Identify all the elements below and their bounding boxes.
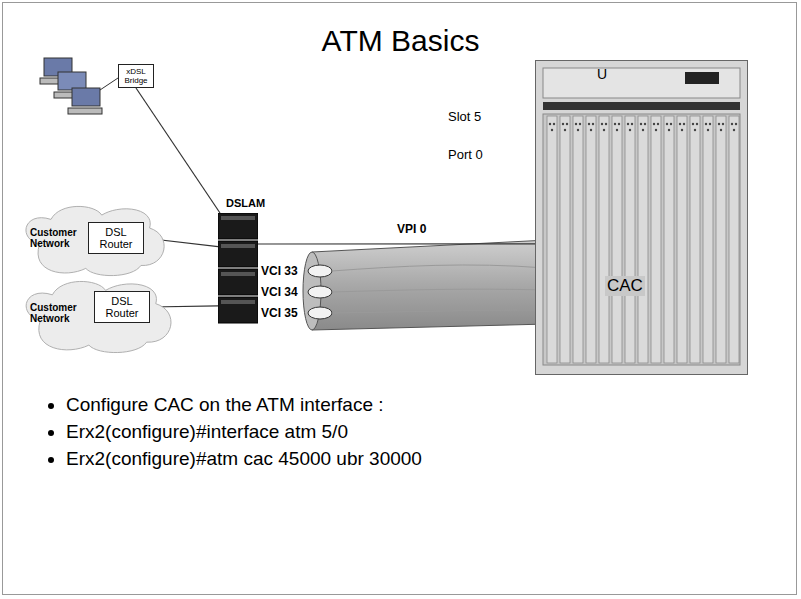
router-chassis xyxy=(535,60,748,375)
dsl-line xyxy=(136,88,220,213)
bullet-text: Erx2(configure)#interface atm 5/0 xyxy=(66,421,348,442)
vci-label: VCI 33 xyxy=(261,264,298,278)
vci-label: VCI 35 xyxy=(261,306,298,320)
vci-label: VCI 34 xyxy=(261,285,298,299)
cloud-label: Customer Network xyxy=(30,227,86,249)
slide-title: ATM Basics xyxy=(0,24,801,58)
dslam-stack xyxy=(218,213,258,325)
port-label: Slot 5 xyxy=(448,109,481,124)
port-label: Port 0 xyxy=(448,147,483,162)
router-box: DSL Router xyxy=(94,291,150,323)
box-label: DSL Router xyxy=(99,295,145,319)
box-label: DSL Router xyxy=(93,226,139,250)
computer-icon xyxy=(40,58,102,114)
router-box: DSL Router xyxy=(88,222,144,254)
box-label: xDSL Bridge xyxy=(122,67,150,85)
wire xyxy=(100,78,118,90)
erx-chassis: U CAC xyxy=(535,60,748,375)
atm-link xyxy=(258,243,535,244)
cac-label: CAC xyxy=(605,276,645,296)
cloud-label: Customer Network xyxy=(30,302,86,324)
bullet-item: Erx2(configure)#atm cac 45000 ubr 30000 xyxy=(66,445,422,472)
dslam-heading: DSLAM xyxy=(226,197,265,209)
bullet-list: Configure CAC on the ATM interface : Erx2… xyxy=(40,391,422,472)
bullet-text: Erx2(configure)#atm cac 45000 ubr 30000 xyxy=(66,448,422,469)
bullet-item: Erx2(configure)#interface atm 5/0 xyxy=(66,418,422,445)
bullet-item: Configure CAC on the ATM interface : xyxy=(66,391,422,418)
bridge-box: xDSL Bridge xyxy=(118,64,154,88)
bullet-text: Configure CAC on the ATM interface : xyxy=(66,394,384,415)
vpi-label: VPI 0 xyxy=(397,222,426,236)
customer-cloud: Customer Network DSL Router xyxy=(22,205,167,277)
vpi-tube xyxy=(303,240,562,330)
dslam: DSLAM xyxy=(218,213,258,325)
customer-cloud: Customer Network DSL Router xyxy=(22,280,174,354)
chassis-mark: U xyxy=(597,66,607,82)
